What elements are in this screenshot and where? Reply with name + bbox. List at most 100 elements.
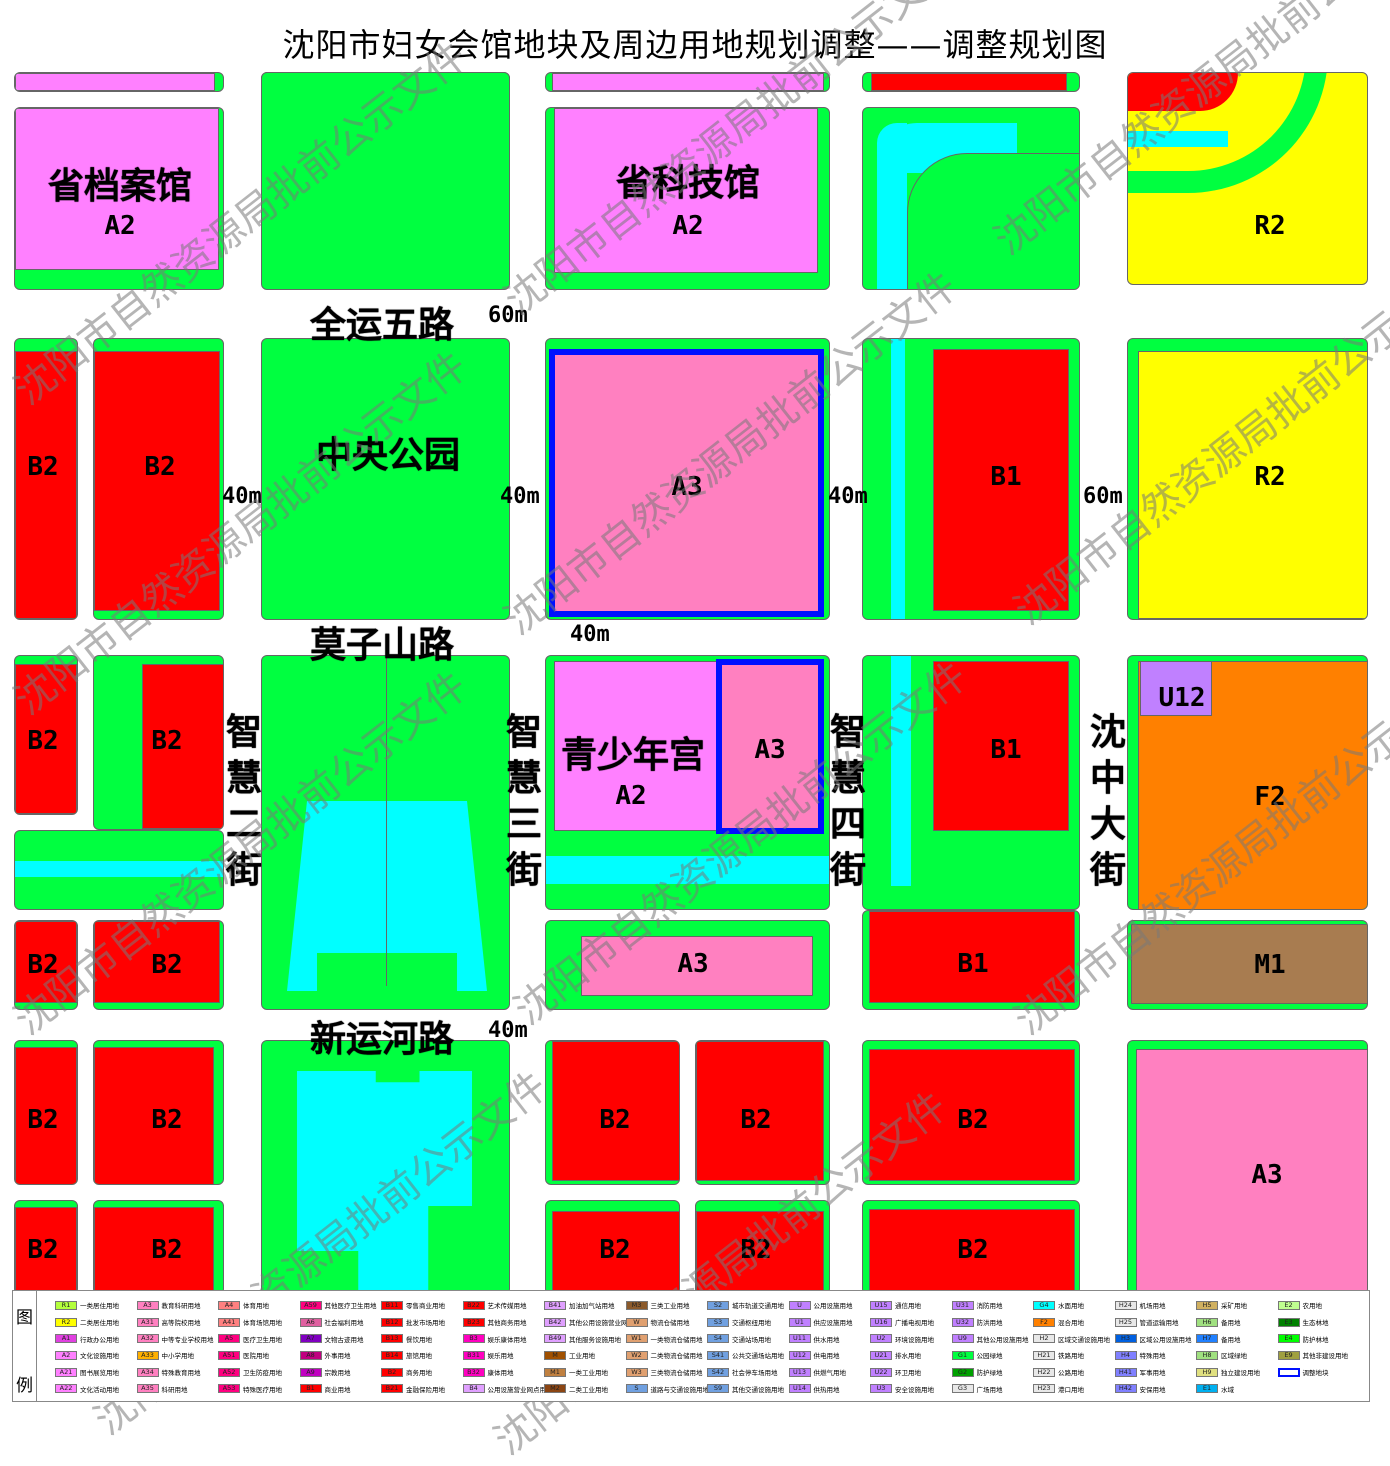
code-label: A2	[672, 211, 704, 241]
legend-label: 供热用地	[813, 1385, 840, 1394]
code-label: B2	[27, 1235, 59, 1265]
legend-swatch: G2	[951, 1367, 974, 1377]
width-mozishan: 40m	[570, 622, 610, 647]
legend-item: B4公用设施营业网点用地	[462, 1380, 544, 1397]
legend-label: 卫生防疫用地	[243, 1369, 282, 1378]
parcel-r2-north	[1127, 72, 1368, 285]
parcel-green-river	[862, 107, 1080, 290]
road-xinyunhe: 新运河路	[310, 1019, 455, 1060]
legend-swatch: H8	[1196, 1350, 1218, 1360]
legend-label: 宗教用地	[324, 1369, 351, 1378]
legend-label: 区域交通设施用地	[1058, 1335, 1110, 1344]
legend-swatch: B11	[381, 1300, 403, 1310]
legend-swatch: B22	[462, 1300, 485, 1310]
width-quanyun5: 60m	[488, 303, 528, 328]
legend-label: 高等院校用地	[161, 1319, 201, 1328]
legend-swatch: S4	[707, 1334, 729, 1344]
legend-swatch: W3	[625, 1367, 648, 1377]
legend-label: 备用地	[1221, 1335, 1241, 1344]
legend-label: 康体用地	[487, 1369, 514, 1378]
code-label: B2	[151, 1235, 183, 1265]
parcel-central-park	[261, 338, 510, 620]
legend-swatch: B2	[381, 1367, 403, 1377]
legend-swatch: U	[788, 1300, 811, 1310]
legend-label: 广场用地	[976, 1385, 1003, 1394]
legend-label: 一类物流仓储用地	[650, 1335, 703, 1344]
code-label: A3	[671, 472, 703, 502]
legend-swatch: A59	[299, 1300, 322, 1310]
road-shenzhong: 沈中大街	[1089, 712, 1126, 891]
legend-label: 备用地	[1221, 1319, 1241, 1328]
legend-label: 金融保险用地	[406, 1385, 445, 1394]
code-label: B1	[990, 462, 1022, 492]
parcel-b2	[862, 1040, 1080, 1185]
parcel-a3-adjusted[interactable]	[545, 338, 830, 620]
code-label: A3	[1251, 1160, 1283, 1190]
legend-swatch: W2	[625, 1350, 648, 1360]
legend-label: 一类工业用地	[569, 1369, 608, 1378]
parcel-youth-palace	[545, 655, 830, 910]
legend-swatch: A52	[218, 1367, 240, 1377]
legend-swatch: U2	[870, 1334, 892, 1344]
legend-label: 混合用地	[1058, 1319, 1084, 1328]
legend-swatch: A8	[299, 1350, 322, 1360]
legend-swatch: S2	[707, 1300, 729, 1310]
road-zhihui2: 智慧二街	[225, 712, 262, 891]
legend-label: 餐饮用地	[406, 1335, 432, 1344]
legend-swatch: B21	[381, 1384, 403, 1394]
legend-swatch: U14	[788, 1384, 811, 1394]
legend-label: 加油加气站用地	[569, 1302, 615, 1311]
parcel-b1	[862, 910, 1080, 1010]
legend-swatch: A4	[218, 1300, 240, 1310]
legend-swatch: B3	[462, 1334, 485, 1344]
parcel-b2	[862, 1200, 1080, 1295]
legend-swatch: G3	[951, 1384, 974, 1394]
parcel-park-lake-south	[261, 1040, 510, 1295]
parcel-m1	[1127, 920, 1368, 1010]
parcel-b2	[93, 655, 224, 830]
legend-label: 一类居住用地	[80, 1302, 119, 1311]
legend-label: 公用设施用地	[813, 1302, 853, 1311]
legend-label: 其他公用设施用地	[976, 1335, 1029, 1344]
legend-swatch: W1	[625, 1334, 648, 1344]
legend-swatch: A2	[55, 1350, 77, 1360]
legend-swatch: E3	[1277, 1317, 1300, 1327]
legend-label: 调整地块	[1302, 1369, 1329, 1378]
legend-swatch: U31	[951, 1300, 974, 1310]
legend-label: 防洪用地	[976, 1319, 1003, 1328]
legend-swatch: A32	[136, 1334, 159, 1344]
legend-swatch: A35	[136, 1384, 159, 1394]
legend-label: 娱乐康体用地	[487, 1335, 527, 1344]
legend-swatch: S41	[707, 1350, 729, 1360]
legend-swatch: B4	[462, 1384, 485, 1394]
legend-swatch: A7	[299, 1334, 322, 1344]
legend-label: 特殊用地	[1139, 1352, 1166, 1361]
legend-swatch: S3	[707, 1317, 729, 1327]
